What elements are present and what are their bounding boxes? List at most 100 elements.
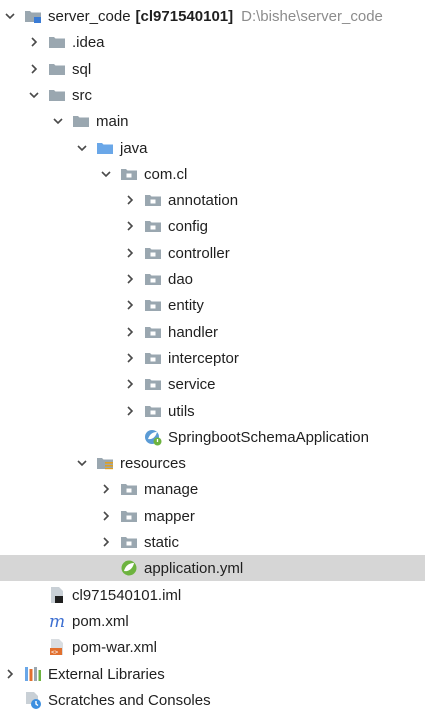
package-icon [120, 480, 138, 498]
package-icon [144, 270, 162, 288]
tree-item-label: service [168, 375, 216, 393]
chevron-right-icon[interactable] [98, 534, 114, 550]
tree-item-resources[interactable]: resources [0, 450, 425, 476]
tree-item-application-yml[interactable]: application.yml [0, 555, 425, 581]
chevron-right-icon[interactable] [26, 34, 42, 50]
chevron-right-icon[interactable] [2, 666, 18, 682]
tree-item-main[interactable]: main [0, 108, 425, 134]
tree-item-iml[interactable]: cl971540101.iml [0, 582, 425, 608]
maven-icon: m [48, 612, 66, 630]
tree-item-dao[interactable]: dao [0, 266, 425, 292]
libraries-icon [24, 665, 42, 683]
tree-item-label: resources [120, 454, 186, 472]
tree-item-label: main [96, 112, 129, 130]
package-icon [144, 402, 162, 420]
arrow-spacer [26, 639, 42, 655]
tree-item-label: External Libraries [48, 665, 165, 683]
tree-item-label: controller [168, 244, 230, 262]
tree-item-label: src [72, 86, 92, 104]
iml-file-icon [48, 586, 66, 604]
tree-item-label: application.yml [144, 559, 244, 577]
tree-item-label: config [168, 217, 209, 235]
tree-item-label: mapper [144, 507, 195, 525]
tree-item-mapper[interactable]: mapper [0, 503, 425, 529]
chevron-right-icon[interactable] [122, 403, 138, 419]
tree-item-controller[interactable]: controller [0, 240, 425, 266]
tree-item-annotation[interactable]: annotation [0, 187, 425, 213]
module-folder-icon [24, 7, 42, 25]
chevron-right-icon[interactable] [122, 324, 138, 340]
svg-text:m: m [49, 612, 65, 630]
tree-item-entity[interactable]: entity [0, 292, 425, 318]
chevron-right-icon[interactable] [26, 61, 42, 77]
tree-item-label: manage [144, 480, 199, 498]
resources-folder-icon [96, 454, 114, 472]
spring-yml-icon [120, 559, 138, 577]
chevron-down-icon[interactable] [26, 87, 42, 103]
package-icon [144, 217, 162, 235]
svg-text:<>: <> [51, 649, 59, 656]
tree-item-interceptor[interactable]: interceptor [0, 345, 425, 371]
tree-item-label: cl971540101.iml [72, 586, 182, 604]
tree-item-label: SpringbootSchemaApplication [168, 428, 369, 446]
chevron-down-icon[interactable] [98, 166, 114, 182]
tree-item-label: java [120, 139, 148, 157]
tree-item-server-code[interactable]: server_code[cl971540101]D:\bishe\server_… [0, 3, 425, 29]
chevron-right-icon[interactable] [122, 350, 138, 366]
spring-boot-class-icon [144, 428, 162, 446]
chevron-down-icon[interactable] [74, 455, 90, 471]
chevron-down-icon[interactable] [2, 8, 18, 24]
arrow-spacer [26, 613, 42, 629]
folder-icon [48, 60, 66, 78]
tree-item-pom-war[interactable]: <> pom-war.xml [0, 634, 425, 660]
package-icon [144, 375, 162, 393]
tree-item-label: static [144, 533, 180, 551]
chevron-down-icon[interactable] [74, 140, 90, 156]
tree-item-com-cl[interactable]: com.cl [0, 161, 425, 187]
tree-item-src[interactable]: src [0, 82, 425, 108]
tree-item-config[interactable]: config [0, 213, 425, 239]
chevron-right-icon[interactable] [98, 481, 114, 497]
tree-item-label: sql [72, 60, 92, 78]
package-icon [144, 191, 162, 209]
tree-item-scratches[interactable]: Scratches and Consoles [0, 687, 425, 713]
arrow-spacer [2, 692, 18, 708]
tree-item-pom[interactable]: m pom.xml [0, 608, 425, 634]
tree-item-utils[interactable]: utils [0, 398, 425, 424]
folder-icon [72, 112, 90, 130]
tree-item-label: interceptor [168, 349, 239, 367]
chevron-right-icon[interactable] [98, 508, 114, 524]
tree-item-label: .idea [72, 33, 105, 51]
chevron-right-icon[interactable] [122, 218, 138, 234]
chevron-right-icon[interactable] [122, 297, 138, 313]
chevron-down-icon[interactable] [50, 113, 66, 129]
chevron-right-icon[interactable] [122, 271, 138, 287]
tree-item-label: Scratches and Consoles [48, 691, 211, 709]
package-icon [144, 349, 162, 367]
tree-item-service[interactable]: service [0, 371, 425, 397]
tree-item-handler[interactable]: handler [0, 319, 425, 345]
package-icon [120, 533, 138, 551]
tree-item-manage[interactable]: manage [0, 476, 425, 502]
xml-file-icon: <> [48, 638, 66, 656]
tree-item-java[interactable]: java [0, 135, 425, 161]
tree-item-label: dao [168, 270, 194, 288]
tree-item-label: pom-war.xml [72, 638, 158, 656]
chevron-right-icon[interactable] [122, 376, 138, 392]
chevron-right-icon[interactable] [122, 192, 138, 208]
tree-item-label: pom.xml [72, 612, 129, 630]
tree-item-sql[interactable]: sql [0, 56, 425, 82]
tree-item-label: utils [168, 402, 195, 420]
tree-item-label: com.cl [144, 165, 188, 183]
source-folder-icon [96, 139, 114, 157]
arrow-spacer [98, 560, 114, 576]
tree-item-label: annotation [168, 191, 239, 209]
tree-item-external-libraries[interactable]: External Libraries [0, 661, 425, 687]
tree-item-idea[interactable]: .idea [0, 29, 425, 55]
tree-item-label: entity [168, 296, 204, 314]
tree-item-springboot-app[interactable]: SpringbootSchemaApplication [0, 424, 425, 450]
chevron-right-icon[interactable] [122, 245, 138, 261]
package-icon [144, 244, 162, 262]
tree-item-static[interactable]: static [0, 529, 425, 555]
arrow-spacer [122, 429, 138, 445]
